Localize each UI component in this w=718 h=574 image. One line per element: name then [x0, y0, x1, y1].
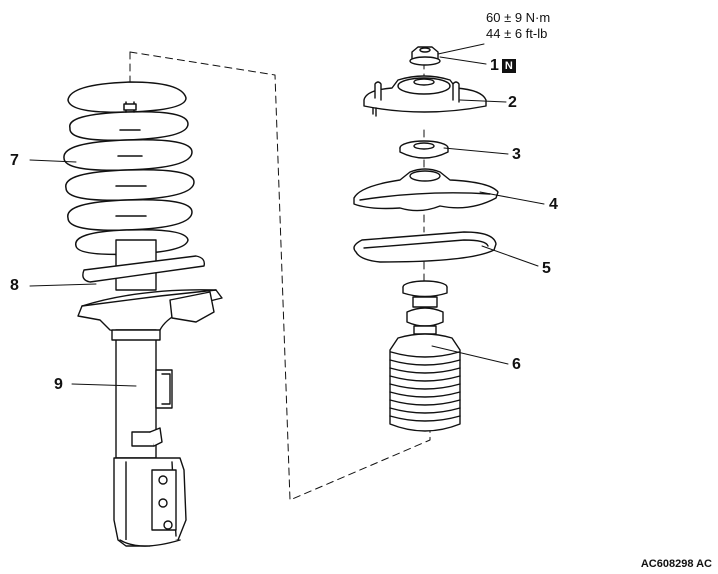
torque-imperial: 44 ± 6 ft-lb — [486, 26, 548, 41]
part-label-5: 5 — [542, 260, 551, 277]
part-label-8: 8 — [10, 277, 19, 294]
bump-stopper-dust-cover — [389, 280, 461, 432]
part-label-9: 9 — [54, 376, 63, 393]
part-label-4: 4 — [549, 196, 558, 213]
part-label-7: 7 — [10, 152, 19, 169]
torque-spec: 60 ± 9 N·m 44 ± 6 ft-lb — [486, 10, 550, 42]
strut-body — [77, 239, 223, 547]
torque-metric: 60 ± 9 N·m — [486, 10, 551, 25]
lower-spring-pad — [82, 255, 206, 283]
part-label-3: 3 — [512, 146, 521, 163]
flange-nut — [409, 46, 441, 66]
leader-lines — [29, 43, 545, 387]
strut-mount — [363, 75, 487, 117]
part-label-2: 2 — [508, 94, 517, 111]
part-number-1: 1 — [490, 57, 499, 74]
upper-spring-seat — [353, 168, 499, 212]
spring-pad — [353, 231, 497, 263]
non-reusable-badge: N — [501, 59, 516, 73]
part-label-6: 6 — [512, 356, 521, 373]
strut-bearing — [399, 140, 449, 159]
coil-spring — [63, 81, 195, 256]
figure-code: AC608298 AC — [640, 558, 712, 570]
